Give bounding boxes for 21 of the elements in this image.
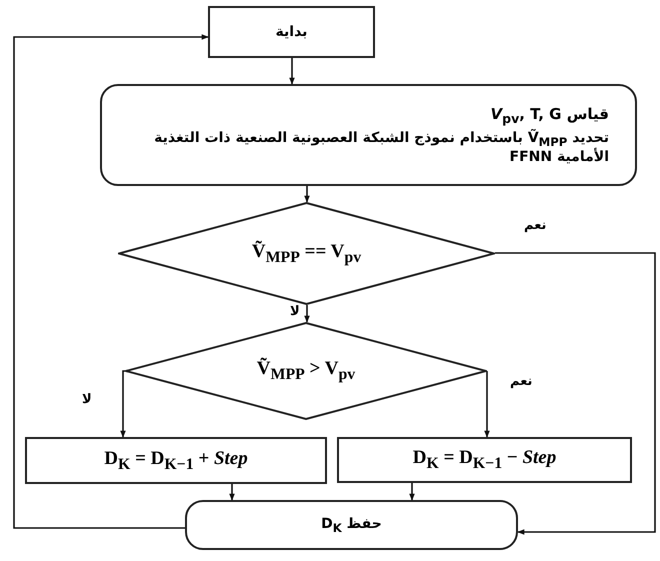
process-box — [337, 437, 632, 483]
decision-diamond — [125, 322, 487, 420]
arrow — [304, 305, 310, 323]
process-box — [100, 84, 637, 186]
start-box — [208, 6, 375, 58]
arrow — [13, 34, 209, 529]
node-text: D$_{K}$ = D$_{K−1}$ − Step — [412, 447, 556, 473]
arrow — [289, 58, 295, 85]
process-box — [25, 437, 327, 484]
arrow — [304, 186, 310, 203]
node-text: بداية — [276, 24, 308, 40]
arrow — [120, 370, 126, 438]
node-text: Ṽ$_{MPP}$ == V$_{pv}$ — [252, 240, 362, 266]
arrow — [229, 484, 235, 501]
terminal-box — [185, 500, 518, 550]
arrow — [484, 371, 490, 438]
node-text: D$_{K}$ = D$_{K−1}$ + Step — [104, 448, 248, 474]
arrow — [495, 252, 656, 535]
node-text: Ṽ$_{MPP}$ > V$_{pv}$ — [256, 358, 356, 384]
decision-diamond — [118, 202, 495, 305]
arrow — [409, 483, 415, 501]
